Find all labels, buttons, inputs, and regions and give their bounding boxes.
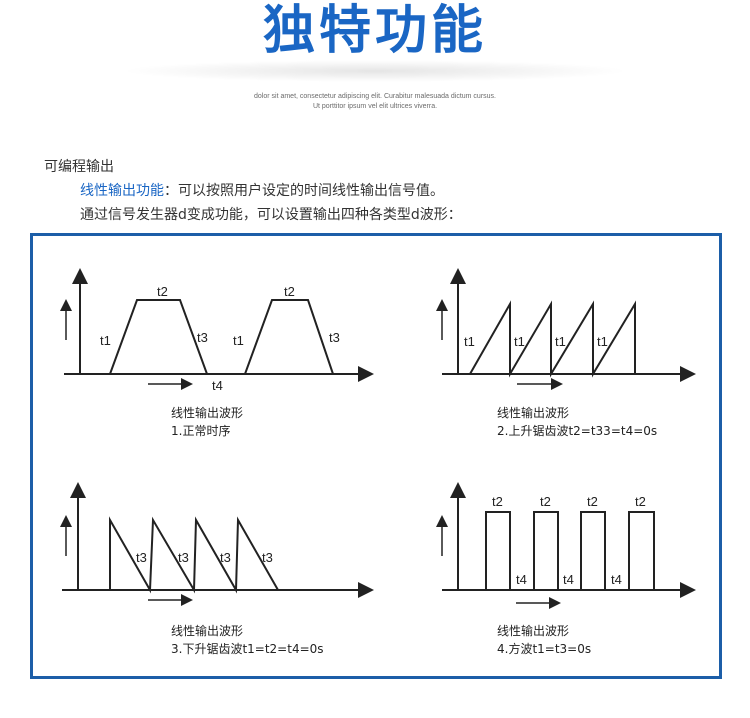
caption-sub: 1.正常时序 [171, 424, 231, 438]
caption-sub: 2.上升锯齿波t2=t33=t4=0s [497, 424, 658, 438]
caption-title: 线性输出波形 [171, 624, 244, 638]
label-t3: t3 [329, 330, 340, 345]
label-t2: t2 [284, 284, 295, 299]
label-t4: t4 [611, 572, 622, 587]
caption-panel-2: 线性输出波形 2.上升锯齿波t2=t33=t4=0s [497, 404, 657, 440]
square-waveform [485, 511, 655, 591]
label-t3: t3 [220, 550, 231, 565]
label-t2: t2 [157, 284, 168, 299]
lorem-line-2: Ut porttitor ipsum vel elit ultrices viv… [312, 103, 438, 110]
caption-panel-3: 线性输出波形 3.下升锯齿波t1=t2=t4=0s [171, 622, 324, 658]
linear-output-highlight: 线性输出功能 [80, 183, 164, 199]
lorem-line-1: dolor sit amet, consectetur adipiscing e… [254, 93, 496, 100]
intro-line-generator: 通过信号发生器d变成功能，可以设置输出四种各类型d波形： [80, 207, 462, 223]
title-shadow [120, 60, 630, 82]
label-t3: t3 [178, 550, 189, 565]
diagram-frame [30, 233, 722, 679]
label-t4: t4 [212, 378, 223, 393]
page-title: 独特功能 [262, 1, 487, 61]
label-t3: t3 [262, 550, 273, 565]
label-t2: t2 [587, 494, 598, 509]
label-t4: t4 [563, 572, 574, 587]
label-t4: t4 [516, 572, 527, 587]
label-t1: t1 [233, 333, 244, 348]
label-t1: t1 [464, 334, 475, 349]
label-t2: t2 [540, 494, 551, 509]
caption-panel-4: 线性输出波形 4.方波t1=t3=0s [497, 622, 591, 658]
label-t1: t1 [514, 334, 525, 349]
section-heading: 可编程输出 [44, 159, 114, 175]
panel-rising-sawtooth-diagram: t1 t1 t1 t1 [436, 268, 696, 390]
caption-panel-1: 线性输出波形 1.正常时序 [171, 404, 243, 440]
caption-sub: 3.下升锯齿波t1=t2=t4=0s [171, 642, 324, 656]
linear-output-desc: ：可以按照用户设定的时间线性输出信号值。 [164, 183, 444, 199]
trapezoid-waveform [109, 299, 334, 375]
label-t1: t1 [100, 333, 111, 348]
label-t3: t3 [197, 330, 208, 345]
label-t2: t2 [492, 494, 503, 509]
label-t1: t1 [555, 334, 566, 349]
panel-normal-timing-diagram: t1 t2 t3 t1 t2 t3 t4 [60, 268, 374, 393]
falling-sawtooth-waveform [109, 516, 279, 594]
rising-sawtooth-waveform [469, 300, 636, 378]
panel-square-wave-diagram: t2 t2 t2 t2 t4 t4 t4 [436, 482, 696, 609]
caption-title: 线性输出波形 [497, 624, 570, 638]
caption-title: 线性输出波形 [171, 406, 244, 420]
label-t1: t1 [597, 334, 608, 349]
subtitle-lorem: dolor sit amet, consectetur adipiscing e… [0, 92, 750, 112]
label-t2: t2 [635, 494, 646, 509]
caption-sub: 4.方波t1=t3=0s [497, 642, 592, 656]
panel-falling-sawtooth-diagram: t3 t3 t3 t3 [60, 482, 374, 606]
caption-title: 线性输出波形 [497, 406, 570, 420]
intro-line-linear: 线性输出功能：可以按照用户设定的时间线性输出信号值。 [80, 180, 444, 200]
label-t3: t3 [136, 550, 147, 565]
